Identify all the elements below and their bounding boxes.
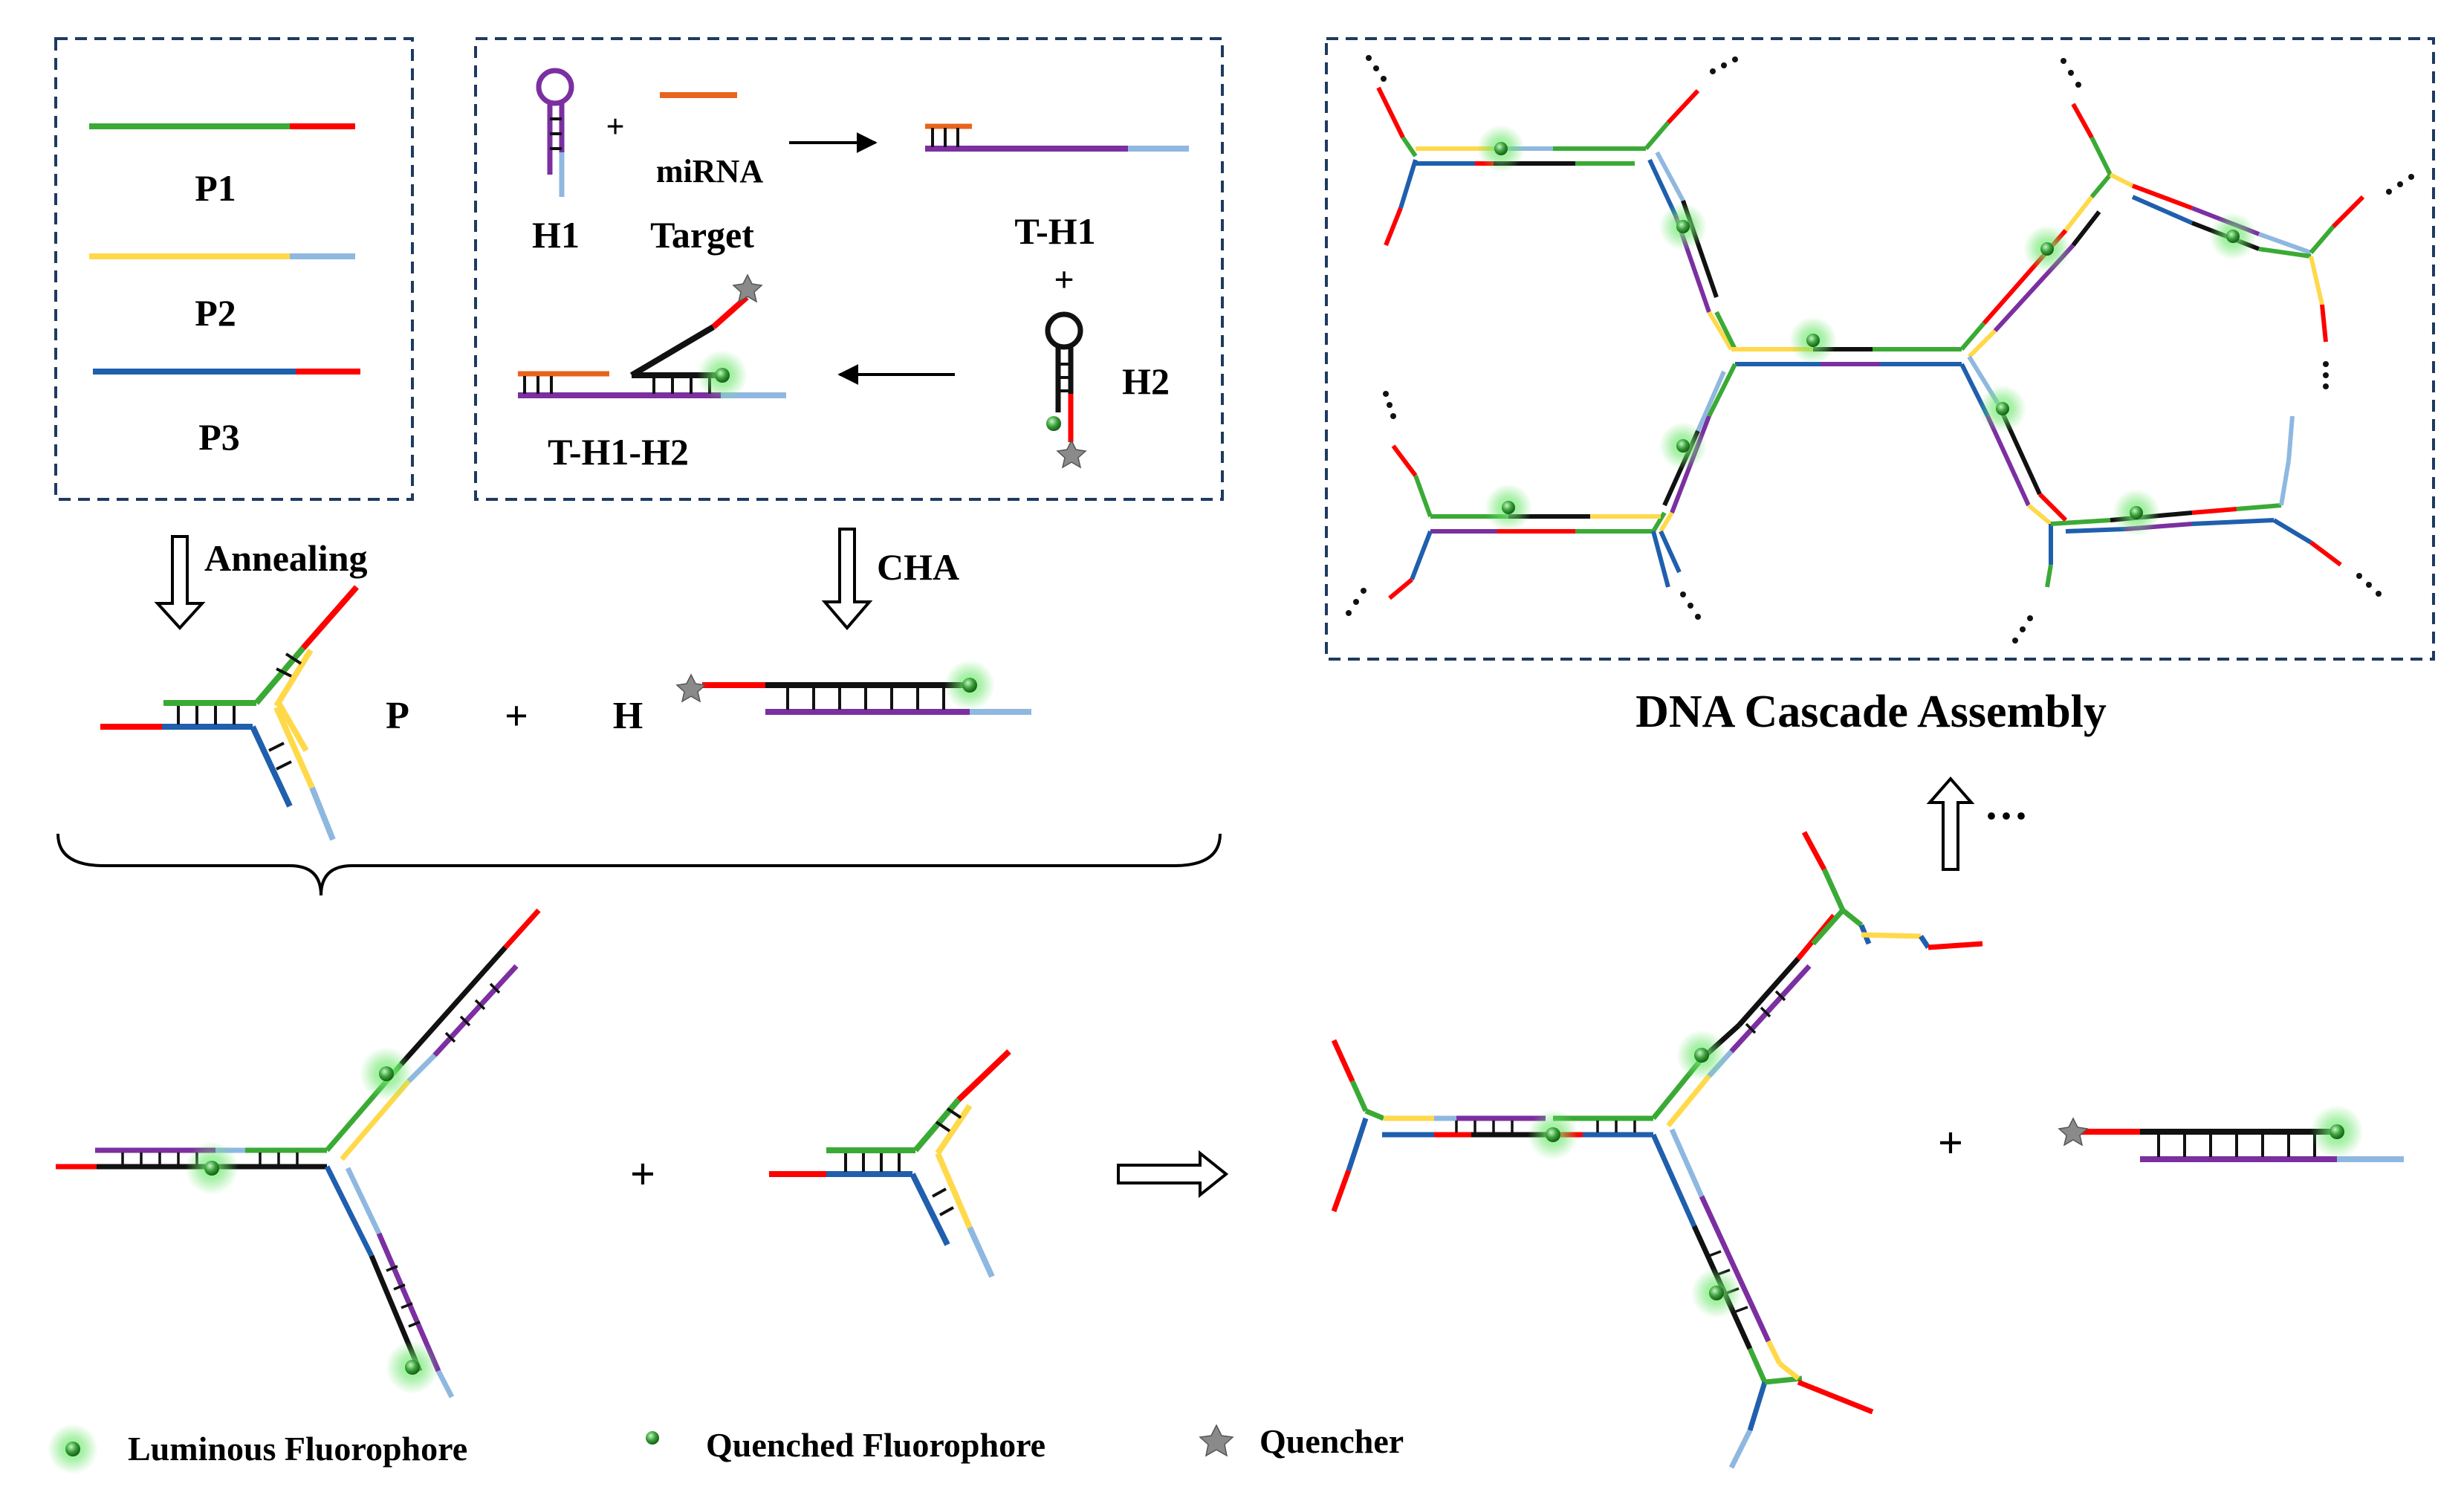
label-h: H (613, 695, 643, 737)
label-plus-th1: + (1054, 260, 1074, 299)
luminous-fluorophore-icon (65, 1442, 80, 1456)
junction-bottom-left (56, 908, 541, 1398)
luminous-fluorophore-bl-1 (204, 1161, 219, 1176)
junction-bottom-small (769, 1049, 1011, 1278)
quenched-fluorophore-h2 (1046, 416, 1061, 431)
luminous-fluorophore-as-1 (1494, 142, 1508, 155)
label-h2: H2 (1122, 360, 1170, 402)
luminous-fluorophore-as-3 (1806, 334, 1820, 347)
luminous-fluorophore-th1h2 (715, 368, 730, 383)
quenched-fluorophore-icon (646, 1431, 659, 1445)
hairpin-h2-icon (1045, 311, 1083, 442)
reaction-open-arrow-icon (1117, 1150, 1229, 1199)
cha-plus-1: + (606, 108, 624, 145)
cha-panel (474, 37, 1224, 501)
complex-th1 (925, 123, 1189, 152)
luminous-fluorophore-pr-3 (1709, 1286, 1724, 1300)
luminous-fluorophore-as-4 (1676, 439, 1690, 453)
label-cha: CHA (877, 546, 959, 588)
label-annealing: Annealing (204, 537, 368, 579)
label-plus-bottom-1: + (630, 1150, 655, 1199)
label-mirna: miRNA (656, 153, 763, 189)
strands-panel (54, 37, 414, 501)
label-p: P (386, 695, 409, 737)
luminous-fluorophore-pr-1 (1546, 1127, 1560, 1142)
luminous-fluorophore-as-2 (1676, 220, 1690, 233)
cha-open-arrow-icon (821, 528, 873, 631)
luminous-fluorophore-h (962, 678, 977, 693)
legend-quenched: Quenched Fluorophore (706, 1426, 1045, 1464)
label-p2: P2 (195, 292, 236, 334)
quencher-h (675, 673, 707, 703)
cascade-open-arrow-icon (1926, 776, 1975, 871)
three-way-junction-p (100, 585, 360, 841)
complex-th1h2 (518, 295, 786, 398)
quencher-rd (2058, 1117, 2089, 1147)
luminous-fluorophore-as-9 (2130, 506, 2143, 519)
label-target: Target (650, 214, 754, 256)
luminous-fluorophore-bl-2 (379, 1066, 394, 1081)
label-p1: P1 (195, 167, 236, 209)
annealing-open-arrow-icon (154, 535, 206, 630)
label-plus-bottom-2: + (1938, 1118, 1963, 1167)
curly-brace (56, 833, 1222, 896)
legend-luminous: Luminous Fluorophore (128, 1430, 467, 1468)
label-h1: H1 (532, 214, 580, 256)
assembly-ellipsis-marks (1346, 55, 2414, 644)
label-plus-mid: + (505, 693, 528, 739)
assembly-title: DNA Cascade Assembly (1635, 687, 2107, 737)
duplex-h (702, 682, 1031, 715)
legend-quencher: Quencher (1259, 1422, 1404, 1460)
luminous-fluorophore-pr-2 (1694, 1048, 1709, 1063)
product-assembly (1331, 831, 1983, 1469)
quencher-th1h2 (732, 273, 763, 303)
released-duplex (2081, 1129, 2404, 1162)
luminous-fluorophore-as-6 (2040, 242, 2054, 256)
label-th1h2: T-H1-H2 (548, 431, 689, 473)
luminous-fluorophore-bl-3 (405, 1360, 420, 1375)
luminous-fluorophore-as-7 (2226, 230, 2240, 243)
quencher-star-icon (1199, 1424, 1234, 1457)
assembly-network (1376, 86, 2365, 600)
label-th1: T-H1 (1014, 210, 1095, 252)
assembly-panel (1325, 37, 2435, 661)
label-more: ··· (1984, 791, 2029, 840)
luminous-fluorophore-rd (2330, 1124, 2344, 1139)
label-p3: P3 (198, 416, 240, 458)
hairpin-h1-icon (536, 68, 574, 197)
quencher-h2 (1056, 439, 1087, 469)
luminous-fluorophore-as-8 (1996, 402, 2009, 415)
luminous-fluorophore-as-5 (1502, 501, 1515, 514)
